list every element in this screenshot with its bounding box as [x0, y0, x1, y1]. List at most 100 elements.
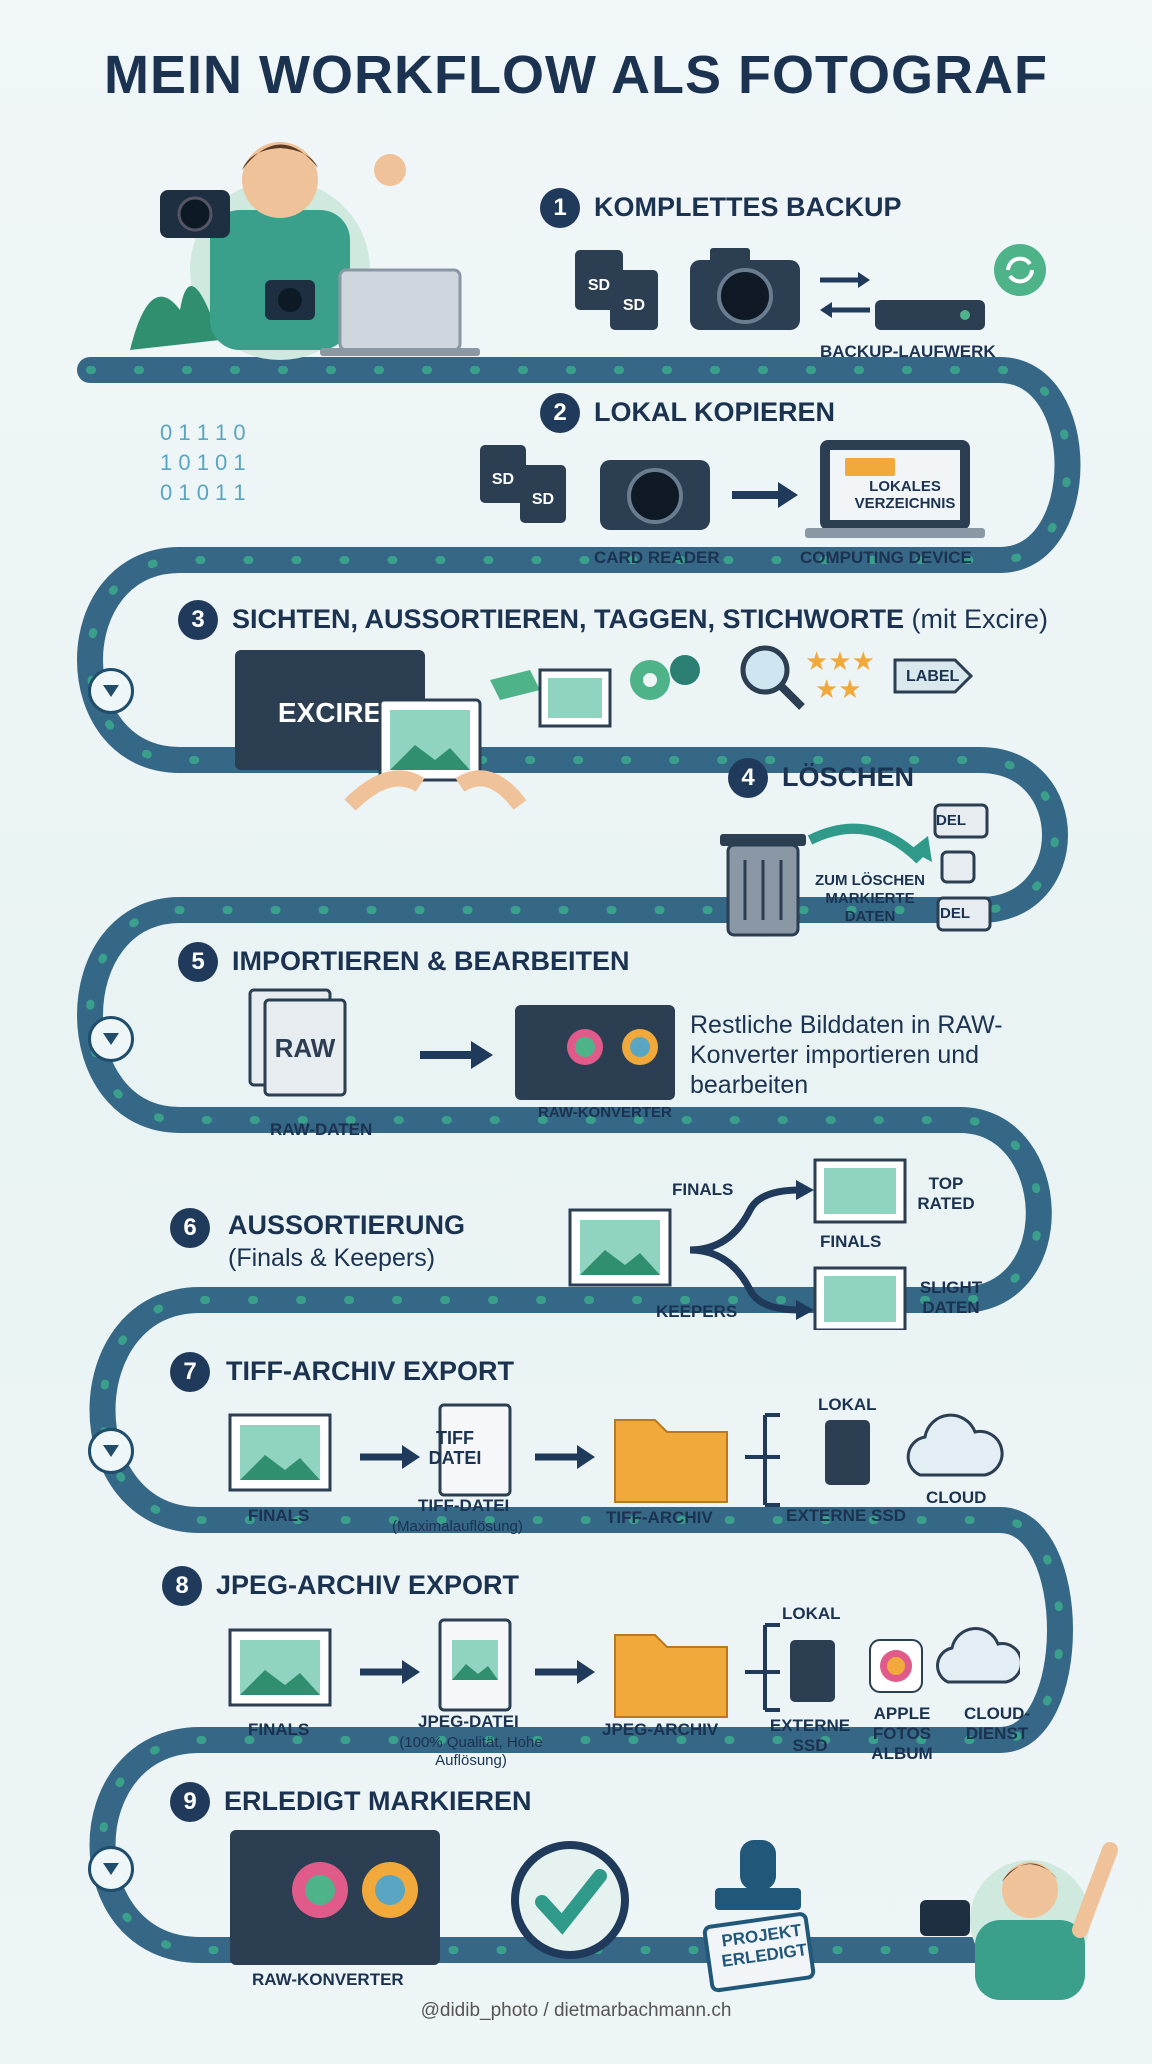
step-7-number: 7	[170, 1352, 210, 1392]
tag-icon	[490, 670, 540, 700]
card-reader-icon	[600, 460, 710, 530]
raw-file-text: RAW	[275, 1033, 336, 1063]
slight-photos-icon	[813, 1266, 907, 1330]
svg-text:★★: ★★	[815, 674, 862, 704]
cloud-icon	[936, 1627, 1020, 1684]
step-3-icons: EXCIRE ★★★★★	[235, 645, 974, 810]
label-tag-icon	[893, 658, 974, 694]
svg-text:SD: SD	[492, 471, 514, 488]
page-title: MEIN WORKFLOW ALS FOTOGRAF	[104, 45, 1048, 105]
trash-can-icon	[720, 834, 806, 937]
branch-arrows-icon	[689, 1180, 814, 1320]
step-5-title: IMPORTIEREN & BEARBEITEN	[232, 946, 630, 976]
step-6-number: 6	[170, 1208, 210, 1248]
chevron-down-icon	[88, 1846, 134, 1892]
excire-screen-icon: EXCIRE	[235, 650, 425, 770]
step-9-icons	[230, 1830, 1118, 2000]
excire-logo-text: EXCIRE	[278, 697, 382, 728]
step-4-title: LÖSCHEN	[782, 762, 915, 792]
svg-text:0 1 1 1 0: 0 1 1 1 0	[160, 420, 246, 445]
sync-icon	[994, 244, 1046, 296]
arrow-right-icon	[535, 1660, 595, 1684]
step-3-title-text: SICHTEN, AUSSORTIEREN, TAGGEN, STICHWORT…	[232, 604, 905, 634]
step-2-title: LOKAL KOPIEREN	[594, 397, 836, 427]
arrow-right-icon	[420, 1041, 493, 1069]
marked-data-label: ZUM LÖSCHEN MARKIERTE DATEN	[815, 872, 925, 925]
step-7-icons	[228, 1403, 1004, 1507]
step-4-icons	[720, 803, 992, 937]
tiff-file-sublabel: (Maximalauflösung)	[392, 1518, 523, 1535]
del-key-icon	[936, 896, 992, 932]
step-1-icons: SD SD	[575, 244, 1046, 330]
finals-output-label: FINALS	[820, 1232, 882, 1251]
top-rated-photos-icon	[813, 1158, 907, 1224]
camera-icon	[690, 248, 800, 330]
step-3-title: SICHTEN, AUSSORTIEREN, TAGGEN, STICHWORT…	[232, 604, 1048, 635]
step-3-number: 3	[178, 600, 218, 640]
jpeg-file-label: JPEG-DATEI	[418, 1712, 519, 1731]
cloud-label-7: CLOUD	[926, 1488, 987, 1507]
step-6-icons	[568, 1158, 907, 1330]
step-8-title: JPEG-ARCHIV EXPORT	[216, 1570, 520, 1600]
local-label-7: LOKAL	[818, 1395, 877, 1414]
photo-stack-icon	[568, 1208, 672, 1287]
photo-stack-icon	[538, 668, 612, 728]
raw-converter-label-9: RAW-KONVERTER	[252, 1970, 404, 1989]
ssd-icon	[825, 1420, 870, 1485]
tiff-file-icon	[438, 1403, 512, 1497]
svg-text:1 0 1 0 1: 1 0 1 0 1	[160, 450, 246, 475]
card-reader-label: CARD READER	[594, 548, 720, 567]
step-4-number: 4	[728, 758, 768, 798]
stamp-icon	[702, 1840, 816, 1993]
keepers-branch-label: KEEPERS	[656, 1302, 738, 1321]
checkmark-icon	[511, 1841, 629, 1959]
arrow-right-icon	[360, 1445, 420, 1469]
apple-photos-label: APPLE FOTOS ALBUM	[871, 1704, 933, 1763]
del-key-label-2: DEL	[940, 905, 970, 922]
photo-in-hands-icon	[344, 698, 527, 810]
external-ssd-label-8: EXTERNE SSD	[769, 1716, 851, 1755]
transfer-arrows-icon	[820, 272, 870, 318]
arrow-right-icon	[360, 1660, 420, 1684]
step-7-title: TIFF-ARCHIV EXPORT	[226, 1356, 514, 1386]
step-8-number: 8	[162, 1566, 202, 1606]
step-2-number: 2	[540, 393, 580, 433]
rating-stars-icon: ★★★★★	[805, 646, 875, 704]
backup-drive-icon	[875, 300, 985, 330]
folder-icon	[614, 1419, 728, 1503]
svg-text:0 1 0 1 1: 0 1 0 1 1	[160, 480, 246, 505]
label-tag-text: LABEL	[906, 668, 960, 685]
raw-files-icon: RAW	[248, 988, 347, 1097]
step-2-icons: SD SD	[480, 440, 985, 538]
chevron-down-icon	[88, 1016, 134, 1062]
jpeg-file-sublabel: (100% Qualität, Hohe Auflösung)	[399, 1734, 543, 1769]
photographer-celebrating-illustration	[920, 1842, 1118, 2000]
ssd-icon	[790, 1640, 835, 1702]
step-6-subtitle: (Finals & Keepers)	[228, 1244, 436, 1272]
raw-converter-icon	[515, 1005, 675, 1100]
credit-line: @didib_photo / dietmarbachmann.ch	[420, 2000, 732, 2021]
gears-icon	[630, 655, 700, 700]
step-1-number: 1	[540, 188, 580, 228]
folder-icon	[614, 1634, 728, 1718]
cloud-icon	[906, 1413, 1004, 1477]
command-key-icon	[940, 850, 976, 884]
local-directory-label: LOKALES VERZEICHNIS	[854, 478, 956, 512]
local-label-8: LOKAL	[782, 1604, 841, 1623]
distribution-arrows-icon	[745, 1413, 780, 1507]
finals-photos-icon	[228, 1413, 332, 1492]
jpeg-file-icon	[438, 1618, 512, 1712]
svg-text:SD: SD	[532, 491, 554, 508]
backup-drive-label: BACKUP-LAUFWERK	[820, 342, 996, 361]
raw-converter-icon	[230, 1830, 440, 1965]
arrow-right-icon	[535, 1445, 595, 1469]
curved-arrow-icon	[807, 823, 932, 864]
del-key-label-1: DEL	[936, 812, 966, 829]
finals-photos-icon	[228, 1628, 332, 1707]
external-ssd-label-7: EXTERNE SSD	[786, 1506, 906, 1525]
step-8-icons	[228, 1618, 1020, 1718]
finals-label-7: FINALS	[248, 1506, 310, 1525]
finals-branch-label: FINALS	[672, 1180, 734, 1199]
tiff-file-label: TIFF-DATEI	[418, 1496, 510, 1515]
binary-data-decoration: 0 1 1 1 0 1 0 1 0 1 0 1 0 1 1	[160, 420, 246, 505]
